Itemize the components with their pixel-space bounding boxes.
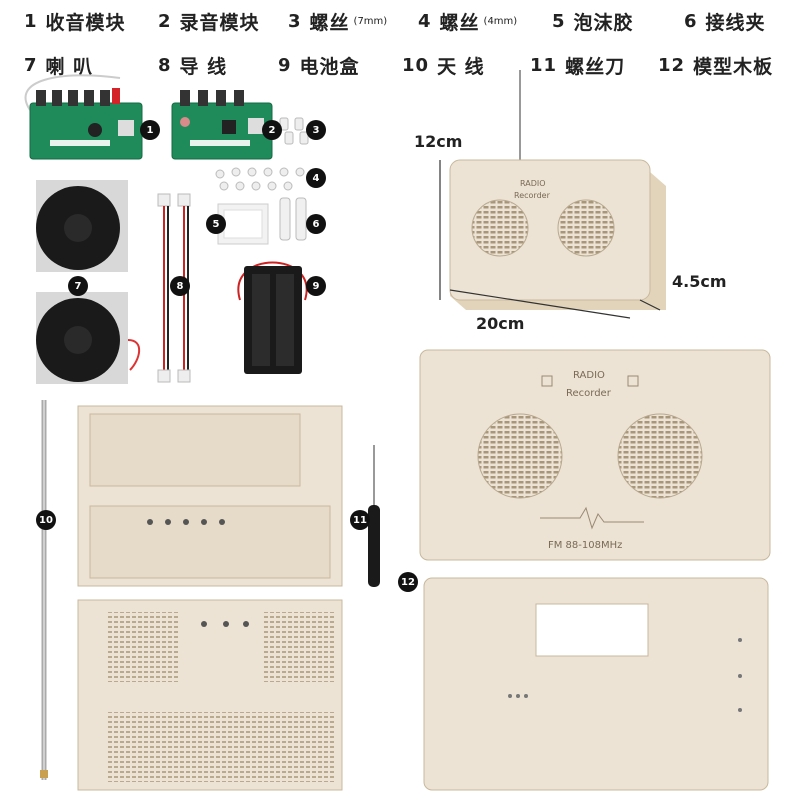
dimension-depth: 4.5cm	[672, 272, 727, 291]
badge-9: 9	[306, 276, 326, 296]
battery-box	[237, 261, 308, 374]
dimension-lines	[439, 160, 661, 319]
dimension-height: 12cm	[414, 132, 463, 151]
radio-module-pcb	[24, 74, 143, 160]
badge-1: 1	[140, 120, 160, 140]
badge-6: 6	[306, 214, 326, 234]
badge-10: 10	[36, 510, 56, 530]
back-panel-board	[423, 577, 769, 791]
badge-5: 5	[206, 214, 226, 234]
front-panel-board: RADIO Recorder FM 88-108MHz	[419, 349, 771, 561]
badge-7: 7	[68, 276, 88, 296]
dimension-width: 20cm	[476, 314, 525, 333]
badge-2: 2	[262, 120, 282, 140]
speaker-bottom	[36, 292, 141, 384]
speaker-top	[36, 180, 128, 272]
board-radio-label: RADIO	[573, 370, 605, 381]
badge-12: 12	[398, 572, 418, 592]
wire-clips	[279, 197, 307, 241]
recorder-module-pcb	[171, 90, 273, 160]
assembled-radio-label: RADIO	[520, 179, 546, 188]
antenna	[40, 400, 48, 780]
side-panel-board-bottom	[77, 599, 343, 791]
screws-4mm	[215, 167, 305, 191]
badge-11: 11	[350, 510, 370, 530]
badge-8: 8	[170, 276, 190, 296]
badge-4: 4	[306, 168, 326, 188]
board-fm-label: FM 88-108MHz	[548, 540, 622, 551]
badge-3: 3	[306, 120, 326, 140]
board-recorder-label: Recorder	[566, 388, 612, 399]
screwdriver	[368, 445, 380, 587]
assembled-radio: RADIO Recorder	[449, 70, 666, 310]
screws-7mm	[279, 117, 309, 145]
assembled-recorder-label: Recorder	[514, 191, 551, 200]
side-panel-board-top	[77, 405, 343, 587]
foam-tape	[217, 203, 269, 245]
